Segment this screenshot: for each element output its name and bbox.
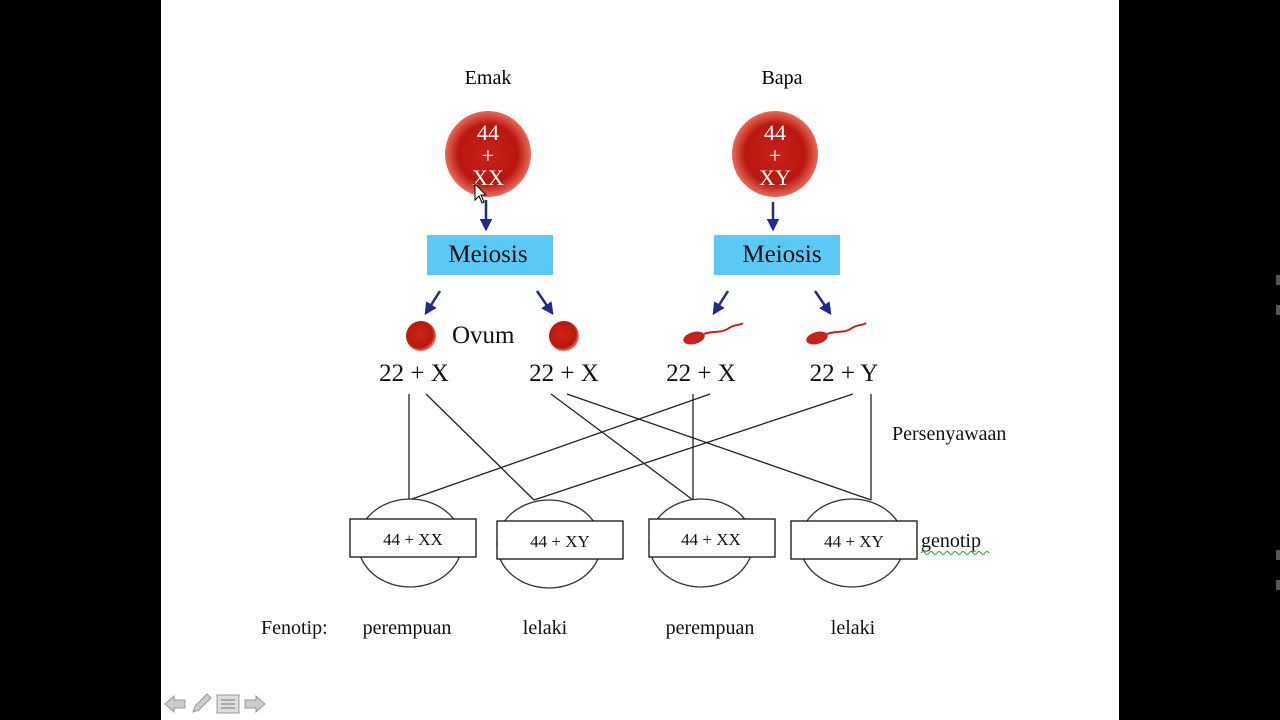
mouse-cursor-icon xyxy=(474,182,488,204)
phenotype-label: Fenotip: xyxy=(261,617,328,639)
offspring-2: 44 + XY xyxy=(496,499,624,589)
gamete-label-1: 22 + X xyxy=(379,360,449,387)
sperm-cell-1 xyxy=(683,322,744,345)
sperm-cell-2 xyxy=(806,322,867,345)
pen-icon[interactable] xyxy=(189,692,213,716)
genotype-label: genotip xyxy=(921,530,981,552)
slide: Emak Bapa 44 + XX 44 + XY Meiosis Meiosi… xyxy=(161,0,1119,720)
menu-icon[interactable] xyxy=(215,692,241,716)
offspring-phenotype-2: lelaki xyxy=(523,617,568,639)
father-chromo-line3: XY xyxy=(759,165,791,190)
offspring-phenotype-4: lelaki xyxy=(831,617,876,639)
edge-mark xyxy=(1276,550,1280,560)
father-meiosis-box: Meiosis xyxy=(714,235,840,275)
gamete-label-2: 22 + X xyxy=(529,360,599,387)
offspring-phenotype-3: perempuan xyxy=(666,617,755,639)
mother-chromo-line1: 44 xyxy=(477,120,499,145)
ovum-cell-1 xyxy=(406,321,436,351)
meiosis-arrow-2 xyxy=(535,290,554,316)
father-chromo-line1: 44 xyxy=(764,120,786,145)
meiosis-arrow-4 xyxy=(813,290,832,316)
gamete-label-3: 22 + X xyxy=(666,360,736,387)
offspring-phenotype-1: perempuan xyxy=(363,617,452,639)
father-cell: 44 + XY xyxy=(732,111,818,197)
offspring-4: 44 + XY xyxy=(790,498,918,588)
edge-mark xyxy=(1276,580,1280,590)
slideshow-controls xyxy=(163,692,267,716)
next-arrow-icon[interactable] xyxy=(243,692,267,716)
offspring-genotype-2: 44 + XY xyxy=(530,532,590,551)
offspring-genotype-3: 44 + XX xyxy=(681,530,741,549)
offspring-genotype-4: 44 + XY xyxy=(824,532,884,551)
offspring-1: 44 + XX xyxy=(349,498,477,588)
mother-chromo-line2: + xyxy=(482,143,494,168)
edge-mark xyxy=(1276,305,1280,315)
previous-arrow-icon[interactable] xyxy=(163,692,187,716)
father-label: Bapa xyxy=(761,67,802,89)
offspring-genotype-1: 44 + XX xyxy=(383,530,443,549)
father-meiosis-label: Meiosis xyxy=(742,241,821,268)
fertilization-lines xyxy=(408,393,872,501)
ovum-label: Ovum xyxy=(452,322,515,349)
father-chromo-line2: + xyxy=(769,143,781,168)
fertilization-label: Persenyawaan xyxy=(892,423,1006,445)
spellcheck-squiggle xyxy=(920,551,990,555)
gamete-label-4: 22 + Y xyxy=(810,360,879,387)
mother-meiosis-label: Meiosis xyxy=(448,241,527,268)
inheritance-diagram: Emak Bapa 44 + XX 44 + XY Meiosis Meiosi… xyxy=(261,67,1006,639)
meiosis-arrow-1 xyxy=(424,290,442,316)
mother-cell: 44 + XX xyxy=(445,111,531,197)
mother-label: Emak xyxy=(465,67,512,89)
ovum-cell-2 xyxy=(549,321,579,351)
mother-meiosis-box: Meiosis xyxy=(427,235,553,275)
edge-mark xyxy=(1276,275,1280,285)
offspring-3: 44 + XX xyxy=(648,498,776,588)
meiosis-arrow-3 xyxy=(712,290,730,316)
